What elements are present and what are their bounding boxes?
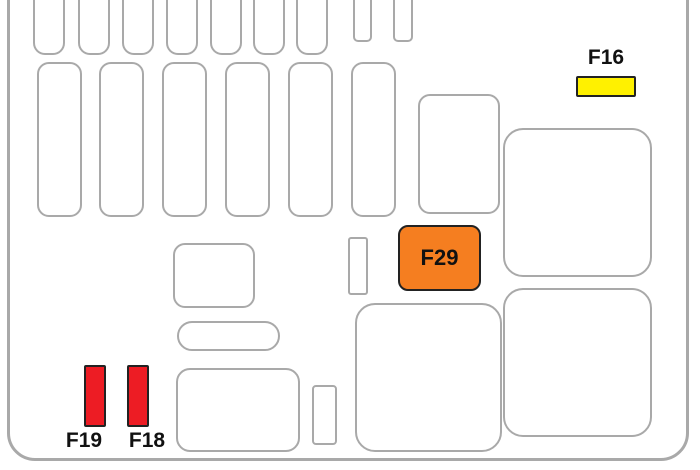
relay-box — [173, 243, 255, 308]
fuse-slot — [166, 0, 198, 55]
fuse-slot-tall — [99, 62, 144, 217]
fuse-slot — [33, 0, 65, 55]
relay-box — [503, 288, 652, 437]
relay-box — [503, 128, 652, 277]
fuse-f19-label: F19 — [65, 429, 103, 452]
relay-box — [176, 368, 300, 452]
relay-box — [177, 321, 280, 351]
fuse-slot — [348, 237, 368, 295]
fuse-slot-tall — [351, 62, 396, 217]
fuse-slot — [253, 0, 285, 55]
fuse-slot — [353, 0, 372, 42]
fuse-f18-label: F18 — [128, 429, 166, 452]
fuse-slot-tall — [288, 62, 333, 217]
fuse-f29-label: F29 — [420, 245, 459, 270]
fuse-f19 — [84, 365, 106, 427]
fuse-slot — [122, 0, 154, 55]
fuse-slot-tall — [162, 62, 207, 217]
relay-box — [355, 303, 502, 452]
fuse-slot — [78, 0, 110, 55]
fuse-slot-tall — [225, 62, 270, 217]
fuse-slot — [296, 0, 328, 55]
fuse-f18 — [127, 365, 149, 427]
fuse-panel-outline — [7, 0, 689, 461]
fuse-f29: F29 — [398, 225, 481, 291]
fuse-f16-label: F16 — [587, 46, 625, 69]
fuse-slot — [393, 0, 413, 42]
fuse-slot — [210, 0, 242, 55]
fuse-slot — [312, 385, 337, 445]
fuse-slot-tall — [37, 62, 82, 217]
relay-box — [418, 94, 500, 214]
fuse-f16 — [576, 76, 636, 97]
